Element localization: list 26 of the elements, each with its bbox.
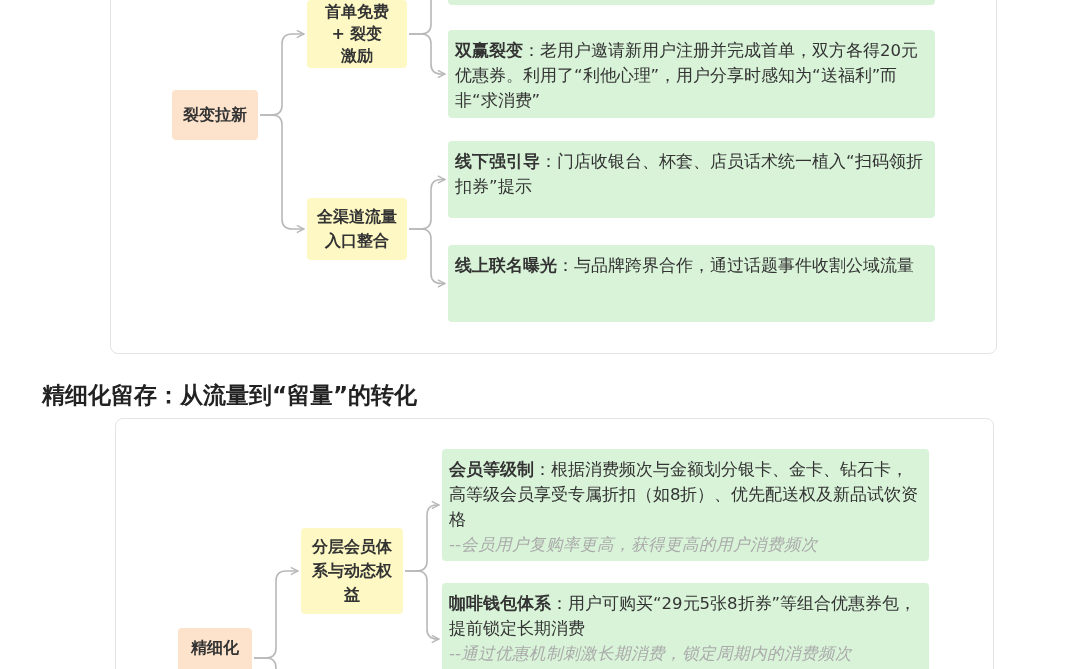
topic-box (172, 90, 258, 140)
box-label: 首单免费 + 裂变激励 (324, 1, 390, 67)
branch-box (307, 0, 407, 68)
connector-arrow (404, 570, 440, 644)
box-label: 全渠道流量入口整合 (316, 206, 398, 252)
description-text: 双赢裂变：老用户邀请新用户注册并完成首单，双方各得20元优惠券。利用了“利他心理”，用户分享时感知为“送福利”而非“求消费” (455, 40, 919, 112)
box-label: 精细化 (191, 637, 239, 659)
branch-box (307, 198, 407, 260)
detail-box (448, 30, 935, 118)
description-text: 会员等级制：根据消费频次与金额划分银卡、金卡、钻石卡，高等级会员享受专属折扣（如8折）、优先配送权及新品试饮资格 (449, 459, 920, 531)
connector-arrow (259, 114, 305, 234)
detail-box (442, 449, 929, 561)
box-label: 裂变拉新 (183, 104, 247, 126)
branch-box (301, 528, 403, 614)
description-text: 线上联名曝光：与品牌跨界合作，通过话题事件收割公域流量 (455, 255, 915, 277)
detail-box (442, 583, 929, 669)
description-text: 咖啡钱包体系：用户可购买“29元5张8折券”等组合优惠券包，提前锁定长期消费 (449, 593, 918, 640)
note-text: --通过优惠机制刺激长期消费，锁定周期内的消费频次 (449, 643, 853, 665)
description-text: 线下强引导：门店收银台、杯套、店员话术统一植入“扫码领折扣券”提示 (455, 151, 924, 198)
connector-arrow (408, 33, 446, 79)
note-text: --会员用户复购率更高，获得更高的用户消费频次 (449, 534, 819, 556)
section-heading: 精细化留存：从流量到“留量”的转化 (42, 381, 418, 410)
connector-arrow (408, 228, 446, 288)
detail-box (448, 245, 935, 322)
detail-box (448, 141, 935, 218)
box-label: 分层会员体系与动态权益 (311, 536, 393, 606)
